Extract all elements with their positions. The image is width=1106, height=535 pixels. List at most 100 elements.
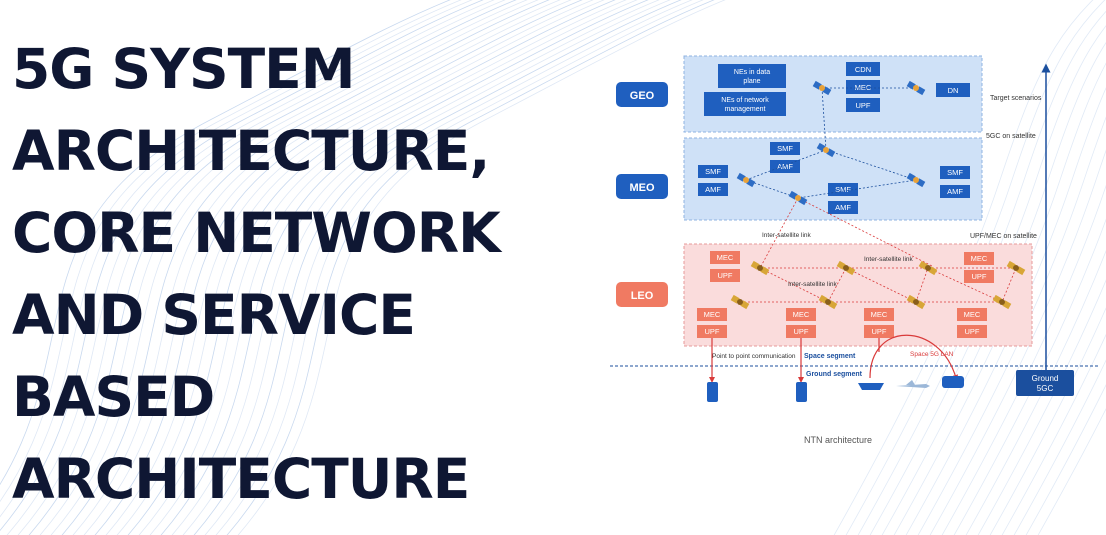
wave-line — [893, 62, 1106, 535]
leo-label: LEO — [631, 290, 654, 302]
wave-line — [237, 0, 726, 535]
space-segment-label: Space segment — [804, 353, 856, 360]
wave-line — [881, 42, 1106, 535]
wave-line — [989, 307, 1106, 535]
wave-line — [0, 0, 462, 503]
ground-segment-label: Ground segment — [806, 371, 863, 378]
meo-smf-mid — [828, 183, 858, 196]
leo-mec-6-label: MEC — [964, 310, 981, 319]
meo-amf-left — [698, 183, 728, 196]
meo-smf-top-label: SMF — [777, 144, 793, 153]
leo-mec-5-label: MEC — [871, 310, 888, 319]
leo-node-group-1: MEC UPF — [710, 251, 740, 282]
geo-mec-box — [846, 80, 880, 94]
wave-line — [28, 0, 517, 535]
handset-2-icon — [796, 382, 807, 402]
leo-upf-3-label: UPF — [705, 327, 720, 336]
leo-upf-5-label: UPF — [872, 327, 887, 336]
meo-amf-right-label: AMF — [947, 187, 963, 196]
leo-upf-4-label: UPF — [794, 327, 809, 336]
wave-line — [171, 0, 660, 535]
leo-node-group-6: MEC UPF — [957, 308, 987, 338]
leo-upf-2-label: UPF — [972, 272, 987, 281]
wave-line — [905, 87, 1106, 535]
leo-upf-1-label: UPF — [718, 271, 733, 280]
wave-line — [61, 0, 550, 535]
inter-satellite-link-label-2: Inter-satellite link — [864, 256, 914, 263]
meo-amf-left-label: AMF — [705, 185, 721, 194]
wave-line — [845, 0, 1106, 535]
legend-network-mgmt — [704, 92, 786, 116]
point-to-point-label: Point to point communication — [712, 353, 796, 360]
inter-satellite-link-label-3: Inter-satellite link — [788, 281, 838, 288]
meo-amf-mid-label: AMF — [835, 203, 851, 212]
wave-line — [215, 0, 704, 535]
ground-5gc-line-2: 5GC — [1037, 384, 1054, 393]
geo-cdn-box — [846, 62, 880, 76]
space-5g-lan-label: Space 5G LAN — [910, 351, 954, 358]
geo-upf-box — [846, 98, 880, 112]
wave-line — [0, 0, 473, 518]
core-on-satellite-label: 5GC on satellite — [986, 133, 1036, 140]
geo-badge — [616, 82, 668, 107]
wave-line — [182, 0, 671, 535]
wave-line — [1037, 408, 1106, 535]
leo-mec-3-label: MEC — [704, 310, 721, 319]
meo-smf-left — [698, 165, 728, 178]
wave-line — [941, 184, 1106, 535]
wave-line — [833, 0, 1094, 535]
legend-network-mgmt-line-1: NEs of network — [721, 97, 769, 104]
wave-line — [204, 0, 693, 535]
headline-line-4: AND SERVICE — [12, 283, 416, 347]
leo-node-group-3: MEC UPF — [697, 308, 727, 338]
ship-icon — [858, 383, 884, 390]
wave-line — [127, 0, 616, 535]
geo-cdn-label: CDN — [855, 65, 871, 74]
space-5g-lan-arc — [869, 334, 959, 381]
legend-data-plane-line-2: plane — [743, 78, 760, 85]
legend-data-plane — [718, 64, 786, 88]
leo-mec-2-label: MEC — [971, 254, 988, 263]
wave-line — [965, 250, 1106, 535]
meo-smf-right-label: SMF — [947, 168, 963, 177]
meo-amf-mid — [828, 201, 858, 214]
vehicle-icon — [942, 376, 964, 388]
wave-line — [105, 0, 594, 535]
wave-line — [138, 0, 627, 535]
leo-upf-6-label: UPF — [965, 327, 980, 336]
leo-badge — [616, 282, 668, 307]
headline-line-3: CORE NETWORK — [12, 201, 501, 265]
wave-line — [94, 0, 583, 535]
meo-amf-top-label: AMF — [777, 162, 793, 171]
meo-amf-top — [770, 160, 800, 173]
wave-line — [226, 0, 715, 535]
wave-line — [149, 0, 638, 535]
wave-line — [917, 116, 1106, 535]
wave-line — [869, 25, 1106, 535]
target-scenarios-label: Target scenarios — [990, 95, 1042, 102]
wave-line — [6, 0, 495, 535]
meo-smf-top — [770, 142, 800, 155]
geo-dn-box — [936, 83, 970, 97]
wave-line — [857, 10, 1106, 535]
headline-line-2: ARCHITECTURE, — [12, 119, 490, 183]
headline-line-1: 5G SYSTEM — [12, 37, 355, 101]
wave-line — [39, 0, 528, 535]
upf-mec-on-satellite-label: UPF/MEC on satellite — [970, 233, 1037, 240]
meo-smf-right — [940, 166, 970, 179]
meo-smf-left-label: SMF — [705, 167, 721, 176]
headline-line-5: BASED — [12, 365, 215, 429]
diagram-caption: NTN architecture — [804, 435, 872, 445]
geo-label: GEO — [630, 90, 655, 102]
geo-upf-label: UPF — [856, 101, 871, 110]
wave-line — [953, 218, 1106, 535]
meo-badge — [616, 174, 668, 199]
leo-mec-1-label: MEC — [717, 253, 734, 262]
wave-line — [160, 0, 649, 535]
wave-line — [0, 0, 451, 486]
wave-line — [977, 279, 1106, 535]
headline: 5G SYSTEM ARCHITECTURE, CORE NETWORK AND… — [12, 28, 572, 520]
headline-line-6: ARCHITECTURE — [12, 447, 470, 511]
wave-line — [116, 0, 605, 535]
meo-smf-mid-label: SMF — [835, 185, 851, 194]
